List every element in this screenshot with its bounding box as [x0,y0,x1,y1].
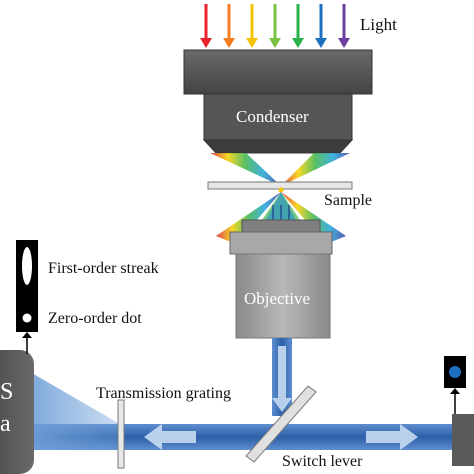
light-arrows [200,4,350,48]
zero-order-dot-label: Zero-order dot [48,310,142,327]
sample-label: Sample [324,192,372,209]
light-label: Light [360,15,397,34]
dot-indicator-icon [444,356,466,414]
light-arrow-lightgreen [269,4,281,48]
objective-front-lens [241,219,321,233]
diffracted-light [216,192,346,244]
objective-collar [229,231,333,255]
light-arrow-violet [338,4,350,48]
transmission-grating-label: Transmission grating [96,385,231,402]
light-arrow-orange [223,4,235,48]
right-detector [452,414,474,466]
switch-lever [245,385,317,463]
condenser-lens-tip [202,139,354,154]
objective-body [235,253,331,339]
light-arrow-yellow [246,4,258,48]
condenser-top [183,49,373,95]
transmission-grating [117,399,125,469]
condenser [183,49,373,154]
first-order-streak-label: First-order streak [48,260,159,277]
beam-arrow-left [144,424,196,450]
light-arrow-blue [315,4,327,48]
streak-and-dot-indicator-icon [16,240,38,354]
left-camera-body [0,350,34,474]
camera-label-line-2: a [0,411,11,437]
diffraction-fan [30,372,120,450]
light-arrow-red [200,4,212,48]
switch-lever-label: Switch lever [282,453,363,470]
sample-point [278,187,284,193]
light-arrow-green [292,4,304,48]
vertical-beam-arrow [272,346,292,412]
illumination-cone [210,153,350,186]
left-camera [0,350,34,474]
objective-label: Objective [244,289,311,308]
objective [229,219,333,339]
beam-arrow-right [366,424,418,450]
condenser-label: Condenser [236,107,309,126]
camera-label-line-1: S [0,379,14,405]
